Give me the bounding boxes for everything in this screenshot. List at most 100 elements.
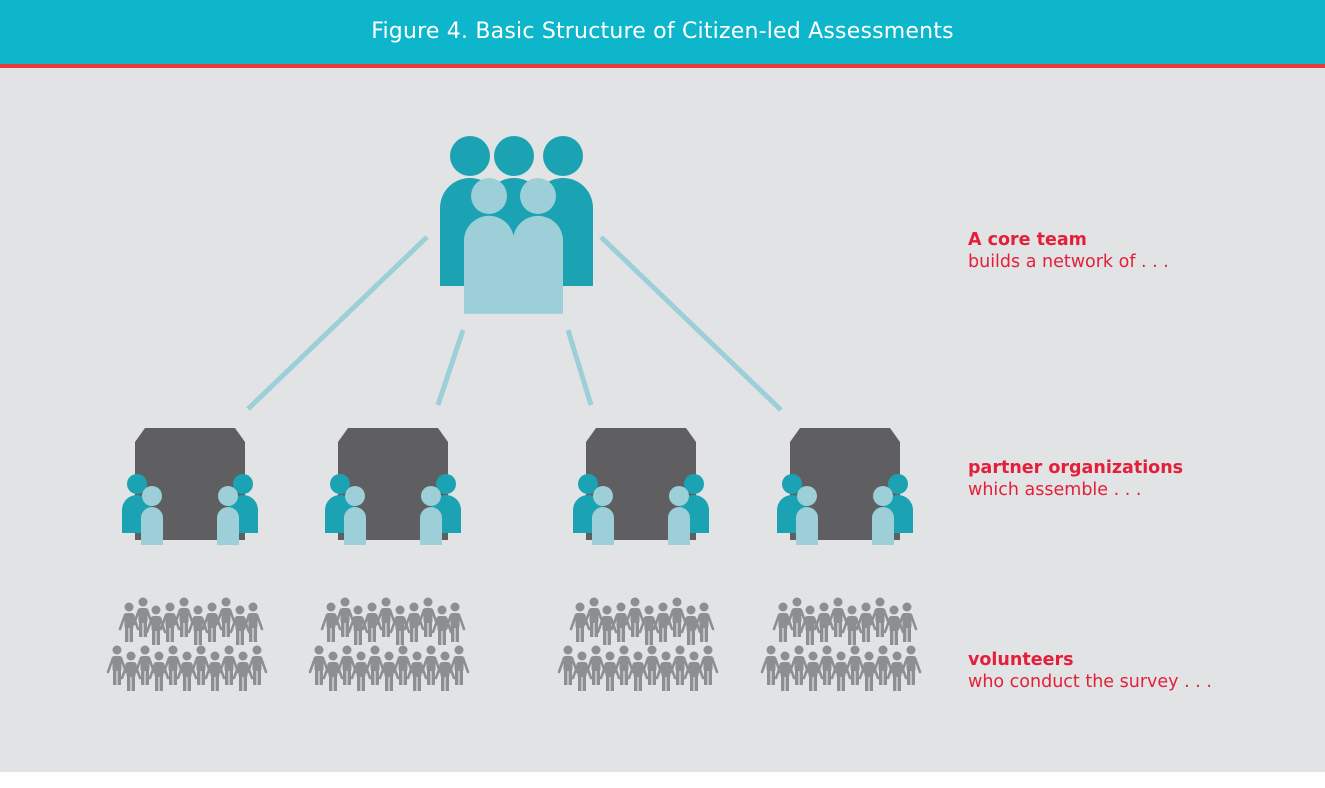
volunteer-figure	[641, 645, 663, 685]
volunteer-figure	[347, 605, 369, 645]
volunteer-figure	[406, 651, 428, 691]
label-volunteers-heading: volunteers	[968, 650, 1074, 670]
building-icon	[135, 428, 245, 540]
volunteer-figure	[669, 645, 691, 685]
volunteer-figure	[350, 651, 372, 691]
staff-member	[796, 486, 818, 545]
volunteer-figure	[134, 645, 156, 685]
label-volunteers: volunteers who conduct the survey . . .	[968, 649, 1212, 693]
volunteer-figure	[872, 645, 894, 685]
staff-member	[141, 486, 163, 545]
volunteer-figure	[242, 602, 264, 642]
volunteer-figure	[190, 645, 212, 685]
volunteer-figure	[666, 597, 688, 637]
volunteer-figure	[774, 651, 796, 691]
volunteer-figure	[585, 645, 607, 685]
volunteer-figure	[886, 651, 908, 691]
volunteer-figure	[827, 597, 849, 637]
volunteer-figure	[652, 602, 674, 642]
partner-organizations	[122, 428, 913, 545]
volunteer-figure	[760, 645, 782, 685]
label-core-team: A core team builds a network of . . .	[968, 229, 1169, 273]
staff-member	[217, 486, 239, 545]
volunteer-figure	[120, 651, 142, 691]
volunteer-figure	[215, 597, 237, 637]
building-icon	[586, 428, 696, 540]
label-partner-organizations: partner organizations which assemble . .…	[968, 457, 1183, 501]
staff-member	[420, 486, 442, 545]
core-team-icon	[440, 136, 593, 314]
volunteer-figure	[173, 597, 195, 637]
volunteer-figure	[613, 645, 635, 685]
volunteer-figure	[364, 645, 386, 685]
volunteer-figure	[378, 651, 400, 691]
volunteer-figure	[786, 597, 808, 637]
volunteer-figure	[187, 605, 209, 645]
volunteer-group-4	[760, 597, 922, 691]
volunteer-figure	[697, 645, 719, 685]
volunteer-figure	[229, 605, 251, 645]
figure-header: Figure 4. Basic Structure of Citizen-led…	[0, 0, 1325, 68]
volunteer-figure	[162, 645, 184, 685]
volunteer-figure	[855, 602, 877, 642]
connector-line-3	[565, 329, 594, 406]
connector-line-2	[435, 329, 466, 406]
volunteer-group-2	[308, 597, 470, 691]
volunteer-figure	[655, 651, 677, 691]
team-member-front-1	[464, 178, 514, 314]
volunteer-figure	[896, 602, 918, 642]
volunteer-figure	[159, 602, 181, 642]
volunteer-figure	[448, 645, 470, 685]
volunteer-figure	[132, 597, 154, 637]
volunteer-figure	[204, 651, 226, 691]
volunteer-figure	[624, 597, 646, 637]
volunteer-groups	[106, 597, 922, 691]
volunteer-figure	[420, 645, 442, 685]
volunteer-figure	[334, 597, 356, 637]
volunteer-figure	[583, 597, 605, 637]
volunteer-figure	[557, 645, 579, 685]
partner-organization-4	[777, 428, 913, 545]
volunteer-figure	[246, 645, 268, 685]
volunteer-figure	[201, 602, 223, 642]
volunteer-figure	[693, 602, 715, 642]
volunteer-figure	[638, 605, 660, 645]
volunteer-figure	[627, 651, 649, 691]
figure-title: Figure 4. Basic Structure of Citizen-led…	[371, 19, 954, 44]
volunteer-figure	[392, 645, 414, 685]
connector-line-1	[246, 235, 429, 411]
volunteer-figure	[218, 645, 240, 685]
volunteer-figure	[858, 651, 880, 691]
label-core-team-heading: A core team	[968, 230, 1087, 250]
volunteer-figure	[900, 645, 922, 685]
label-volunteers-text: who conduct the survey . . .	[968, 672, 1212, 692]
volunteer-figure	[788, 645, 810, 685]
staff-member	[668, 486, 690, 545]
volunteer-group-1	[106, 597, 268, 691]
partner-organization-1	[122, 428, 258, 545]
volunteer-figure	[106, 645, 128, 685]
volunteer-figure	[683, 651, 705, 691]
staff-member	[592, 486, 614, 545]
volunteer-figure	[336, 645, 358, 685]
staff-member	[122, 474, 152, 533]
partner-organization-2	[325, 428, 461, 545]
staff-member	[344, 486, 366, 545]
volunteer-figure	[816, 645, 838, 685]
label-core-team-text: builds a network of . . .	[968, 252, 1169, 272]
volunteer-figure	[830, 651, 852, 691]
connector-lines	[246, 235, 783, 412]
partner-organization-3	[573, 428, 709, 545]
building-icon	[338, 428, 448, 540]
label-partner-text: which assemble . . .	[968, 480, 1142, 500]
volunteer-figure	[444, 602, 466, 642]
team-member-front-2	[513, 178, 563, 314]
connector-line-4	[599, 235, 783, 412]
structure-diagram	[106, 136, 922, 691]
volunteer-group-3	[557, 597, 719, 691]
building-icon	[790, 428, 900, 540]
volunteer-figure	[799, 605, 821, 645]
volunteer-figure	[148, 651, 170, 691]
figure: Figure 4. Basic Structure of Citizen-led…	[0, 0, 1325, 772]
volunteer-figure	[844, 645, 866, 685]
